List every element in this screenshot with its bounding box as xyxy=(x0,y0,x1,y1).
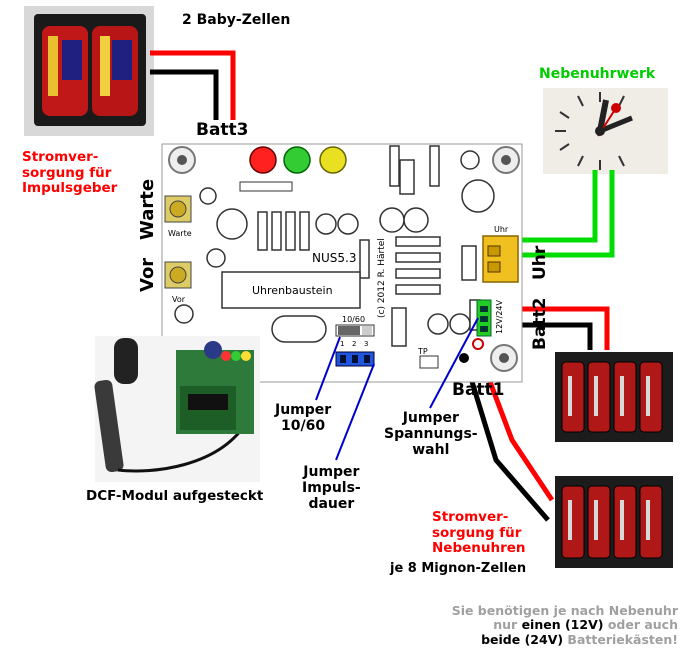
jumper-span-line-1: Jumper xyxy=(402,410,459,426)
label-nebenuhrwerk: Nebenuhrwerk xyxy=(539,66,656,82)
label-strom-nebenuhren: Stromver- sorgung für Nebenuhren xyxy=(432,509,526,557)
pcb-pin-3: 3 xyxy=(364,340,368,348)
pcb-copyright: (c) 2012 R. Härtel xyxy=(377,238,387,318)
jumper-1060-line-2: 10/60 xyxy=(281,418,326,435)
label-dcf-modul: DCF-Modul aufgesteckt xyxy=(86,488,264,504)
footer-line-2: nur einen (12V) oder auch xyxy=(420,618,678,632)
clock-movement xyxy=(543,88,668,174)
strom-impuls-line-3: Impulsgeber xyxy=(22,180,118,197)
wire-uhr-green-2 xyxy=(512,170,598,243)
pcb-uhrenbaustein-label: Uhrenbaustein xyxy=(252,284,333,297)
footer-note: Sie benötigen je nach Nebenuhr nur einen… xyxy=(420,603,678,647)
strom-neben-line-1: Stromver- xyxy=(432,509,509,525)
led-yellow xyxy=(319,146,347,174)
jumper-impuls-line-1: Jumper xyxy=(303,464,360,480)
pcb-12v24v-label: 12V/24V xyxy=(495,299,504,334)
pointer-jumper-1060 xyxy=(315,336,341,401)
footer-line-3: beide (24V) Batteriekästen! xyxy=(420,631,678,647)
label-batt3: Batt3 xyxy=(196,120,249,140)
pcb-tp-label: TP xyxy=(417,347,428,356)
wire-batt3-red xyxy=(150,50,236,120)
pcb-warte-label: Warte xyxy=(168,229,192,238)
label-uhr: Uhr xyxy=(530,245,550,280)
strom-impuls-line-1: Stromver- xyxy=(22,149,99,165)
footer-line-1: Sie benötigen je nach Nebenuhr xyxy=(451,603,678,618)
button-warte xyxy=(164,195,192,223)
jumper-spannungswahl xyxy=(476,299,492,337)
jumper-span-line-2: Spannungs- xyxy=(384,426,478,443)
battery-mignon-1 xyxy=(555,352,673,442)
label-jumper-impulsdauer: Jumper Impuls- dauer xyxy=(302,464,361,512)
pcb-pin-1: 1 xyxy=(340,340,344,348)
wire-uhr-green-1 xyxy=(512,170,615,258)
jumper-10-60 xyxy=(335,324,375,337)
pointer-jumper-impuls xyxy=(335,363,375,461)
label-jumper-1060: Jumper 10/60 xyxy=(275,402,331,434)
footer-line-3a: beide (24V) xyxy=(481,631,564,647)
pcb-pin-2: 2 xyxy=(352,340,356,348)
footer-line-2c: oder auch xyxy=(603,617,678,633)
strom-neben-line-2: sorgung für xyxy=(432,524,522,541)
strom-neben-line-3: Nebenuhren xyxy=(432,540,526,557)
wire-batt1-black xyxy=(463,361,550,522)
battery-baby-cells xyxy=(24,6,154,136)
led-red xyxy=(249,146,277,174)
label-mignon-cells: je 8 Mignon-Zellen xyxy=(390,561,527,576)
wire-batt2-black xyxy=(518,322,593,350)
pcb-nus-label: NUS5.3 xyxy=(312,251,356,265)
jumper-impuls-line-2: Impuls- xyxy=(302,480,361,497)
pointer-jumper-span xyxy=(429,317,479,409)
dcf-module-photo xyxy=(94,336,260,482)
label-baby-cells: 2 Baby-Zellen xyxy=(182,12,291,28)
label-vor: Vor xyxy=(137,257,158,292)
jumper-impuls-line-3: dauer xyxy=(308,496,355,513)
strom-impuls-line-2: sorgung für xyxy=(22,164,112,181)
terminal-uhr xyxy=(482,235,519,283)
jumper-1060-line-1: Jumper xyxy=(275,402,332,418)
pcb-uhr-label: Uhr xyxy=(494,225,509,234)
label-batt1: Batt1 xyxy=(452,380,505,400)
wire-batt2-red xyxy=(518,306,610,350)
jumper-span-line-3: wahl xyxy=(412,442,450,459)
wire-batt3-black xyxy=(150,69,219,120)
label-strom-impulsgeber: Stromver- sorgung für Impulsgeber xyxy=(22,149,118,197)
footer-line-2b: einen (12V) xyxy=(521,617,604,633)
jumper-impulsdauer xyxy=(335,351,375,367)
pcb-1060-label: 10/60 xyxy=(342,315,365,324)
pcb-board xyxy=(161,143,523,383)
led-green xyxy=(283,146,311,174)
label-warte: Warte xyxy=(137,178,158,240)
battery-mignon-2 xyxy=(555,476,673,568)
footer-line-3b: Batteriekästen! xyxy=(563,631,678,647)
label-batt2: Batt2 xyxy=(530,297,550,350)
footer-line-2a: nur xyxy=(493,617,522,633)
pcb-vor-label: Vor xyxy=(172,295,186,304)
label-jumper-spannungswahl: Jumper Spannungs- wahl xyxy=(384,410,478,458)
